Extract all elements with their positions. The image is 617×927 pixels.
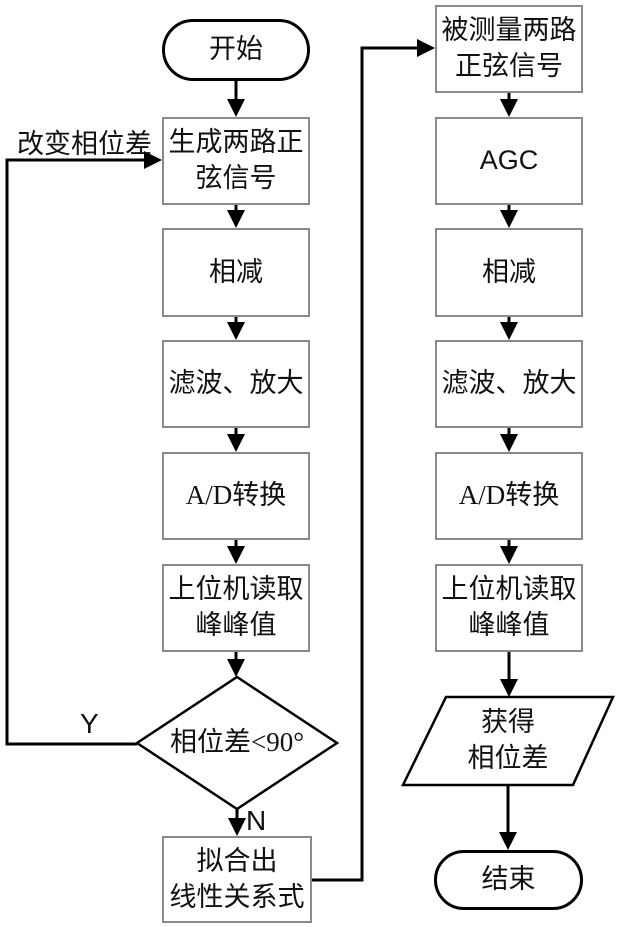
arrowhead-measured [417,39,435,57]
arrowhead-decision [227,659,245,677]
arrowhead-filter [227,322,245,340]
fit-relation-label: 拟合出 线性关系式 [169,845,305,912]
agc-label: AGC [479,145,539,176]
obtain-phase-parallelogram: 获得 相位差 [428,699,588,783]
arrowhead-fit [228,818,246,836]
arrowhead-adc-r [500,434,518,452]
arrowhead-filter-r [500,322,518,340]
start-terminator: 开始 [162,19,310,81]
arrowhead-agc [500,99,518,117]
read-peak-box-right: 上位机读取 峰峰值 [435,564,583,652]
arrowhead-adc [227,434,245,452]
arrowhead-read-r [500,546,518,564]
filter-amplify-label-left: 滤波、放大 [168,368,304,399]
arrowhead-read [227,546,245,564]
decision-diamond-shape [134,675,340,811]
obtain-phase-label: 获得 相位差 [467,707,549,773]
read-peak-label-right: 上位机读取 峰峰值 [441,574,577,640]
ad-convert-box-left: A/D转换 [162,452,310,540]
obtain-phase-parallelogram-shape [400,695,615,787]
ad-convert-label-right: A/D转换 [458,480,560,511]
filter-amplify-box-right: 滤波、放大 [435,340,583,428]
end-terminator: 结束 [434,850,583,910]
measured-signals-box: 被测量两路 正弦信号 [435,5,583,93]
no-branch-label: N [246,805,267,836]
arrowhead-subtract-r [500,210,518,228]
measured-signals-label: 被测量两路 正弦信号 [441,15,577,81]
fit-relation-box: 拟合出 线性关系式 [162,836,312,923]
arrowhead-feedback [144,151,162,169]
subtract-label-left: 相减 [209,256,263,287]
subtract-label-right: 相减 [482,256,536,287]
agc-box: AGC [435,117,583,205]
arrowhead-end [499,832,517,850]
end-label: 结束 [481,864,536,895]
filter-amplify-box-left: 滤波、放大 [162,340,310,428]
decision-label: 相位差<90° [169,727,305,758]
change-phase-edge-label: 改变相位差 [17,129,152,159]
edge-feedback-loop [5,158,159,746]
arrowhead-obtain [500,679,518,697]
subtract-box-right: 相减 [435,228,583,317]
start-label: 开始 [209,34,263,65]
read-peak-box-left: 上位机读取 峰峰值 [162,564,310,652]
yes-branch-label: Y [80,708,99,739]
edge-fit-to-measured [312,46,432,882]
ad-convert-box-right: A/D转换 [435,452,583,540]
filter-amplify-label-right: 滤波、放大 [441,368,577,399]
read-peak-label-left: 上位机读取 峰峰值 [168,574,304,640]
generate-signals-label: 生成两路正 弦信号 [168,127,304,193]
arrowhead-generate [227,99,245,117]
decision-diamond: 相位差<90° [147,700,327,786]
arrowhead-subtract [227,210,245,228]
ad-convert-label-left: A/D转换 [185,480,287,511]
subtract-box-left: 相减 [162,228,310,317]
generate-signals-box: 生成两路正 弦信号 [162,117,310,205]
